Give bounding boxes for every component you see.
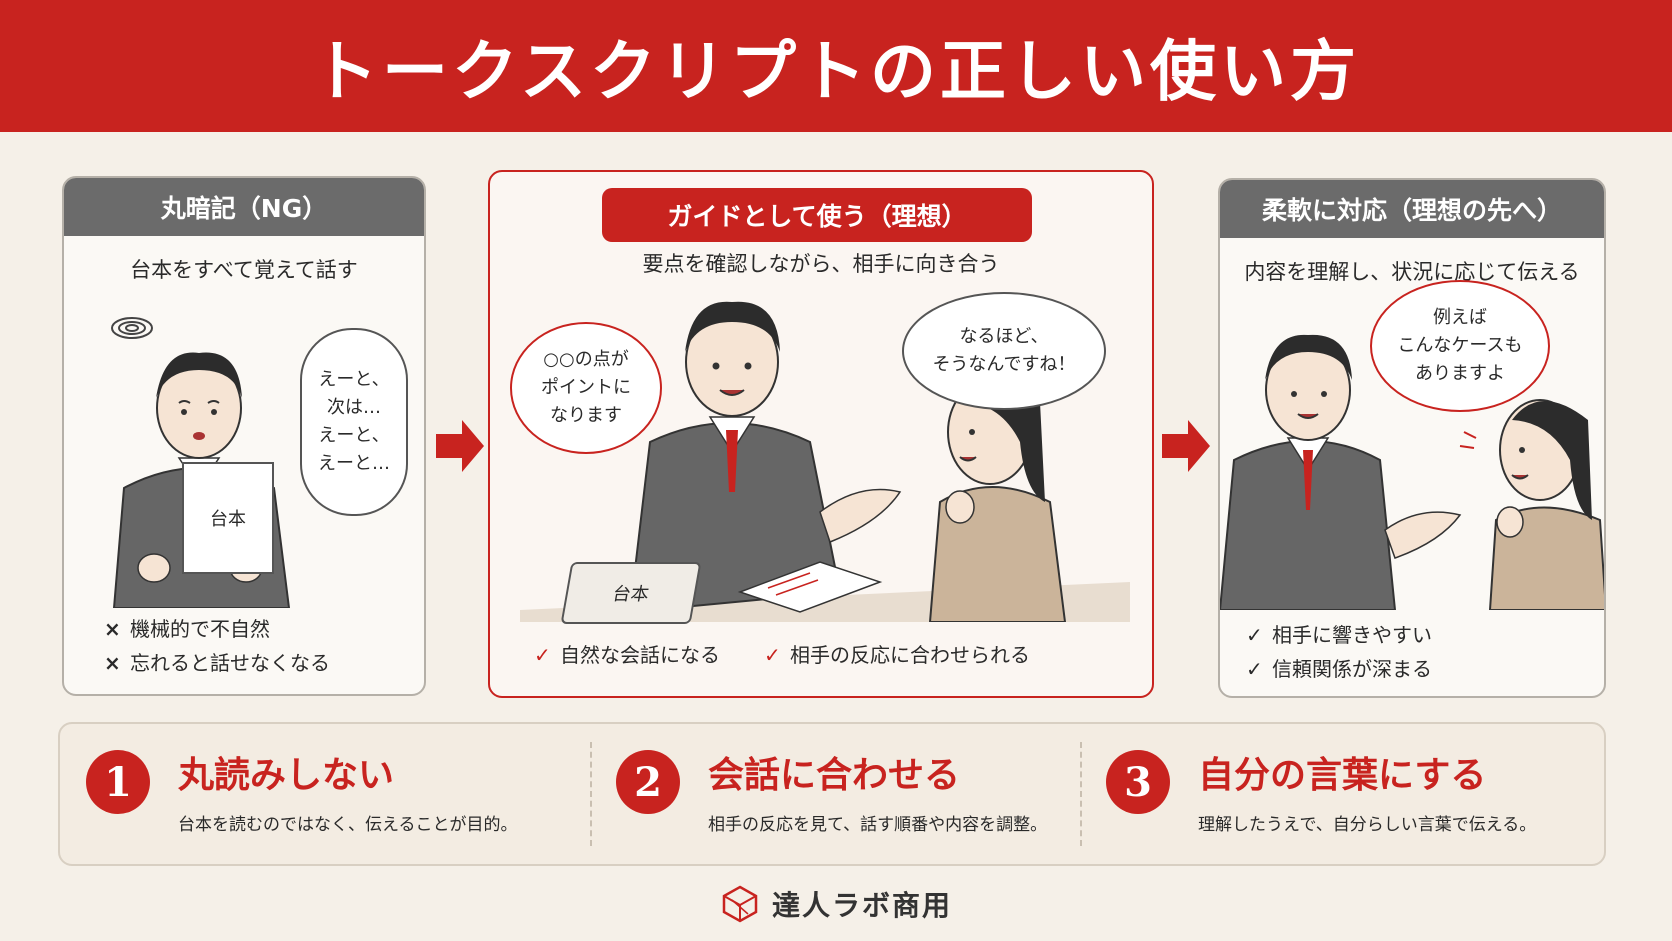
- tips-section: 1 丸読みしない 台本を読むのではなく、伝えることが目的。 2 会話に合わせる …: [58, 722, 1606, 866]
- tip-2-title: 会話に合わせる: [708, 754, 961, 796]
- tip-1: 1 丸読みしない 台本を読むのではなく、伝えることが目的。: [60, 724, 590, 864]
- flexible-conversation-illustration: [1220, 334, 1604, 610]
- panel-flexible: 柔軟に対応（理想の先へ） 内容を理解し、状況に応じて伝える 例えば こんなケース…: [1218, 178, 1606, 698]
- ideal-point-2: ✓相手の反応に合わせられる: [764, 643, 1030, 667]
- panel-ideal-header: ガイドとして使う（理想）: [602, 188, 1032, 242]
- tip-divider: [590, 742, 592, 846]
- brand-name: 達人ラボ商用: [771, 889, 952, 922]
- tip-1-title: 丸読みしない: [178, 754, 395, 796]
- arrow-right-icon: [436, 420, 486, 472]
- customer-speech-bubble: なるほど、 そうなんですね！: [902, 292, 1106, 410]
- panel-flexible-subtitle: 内容を理解し、状況に応じて伝える: [1244, 260, 1580, 284]
- ideal-points: ✓自然な会話になる ✓相手の反応に合わせられる: [534, 638, 1030, 672]
- page-title: トークスクリプトの正しい使い方: [311, 32, 1361, 110]
- tip-3-title: 自分の言葉にする: [1198, 754, 1487, 796]
- tip-2-number: 2: [616, 750, 680, 814]
- flexible-point-2: ✓信頼関係が深まる: [1246, 657, 1432, 681]
- tip-3: 3 自分の言葉にする 理解したうえで、自分らしい言葉で伝える。: [1080, 724, 1600, 864]
- arrow-right-icon: [1162, 420, 1212, 472]
- salesman-speech-bubble: ○○の点が ポイントに なります: [510, 322, 662, 454]
- flexible-point-1: ✓相手に響きやすい: [1246, 623, 1432, 647]
- panel-ng: 丸暗記（NG） 台本をすべて覚えて話す 台本 えーと、 次は… えーと、 えーと…: [62, 176, 426, 696]
- flexible-speech-bubble: 例えば こんなケースも ありますよ: [1370, 280, 1550, 412]
- tip-1-description: 台本を読むのではなく、伝えることが目的。: [178, 815, 518, 835]
- panel-ideal-subtitle: 要点を確認しながら、相手に向き合う: [642, 252, 1000, 276]
- flexible-points: ✓相手に響きやすい ✓信頼関係が深まる: [1246, 618, 1432, 686]
- laptop-script: 台本: [560, 562, 702, 624]
- surprise-lines-icon: [1459, 431, 1477, 449]
- script-sheet: 台本: [182, 462, 274, 574]
- cube-logo-icon: [722, 885, 758, 923]
- laptop-script-label: 台本: [610, 584, 651, 605]
- confused-speech-bubble: えーと、 次は… えーと、 えーと…: [300, 328, 408, 516]
- ng-point-1: ×機械的で不自然: [104, 617, 270, 641]
- ng-points: ×機械的で不自然 ×忘れると話せなくなる: [104, 612, 330, 680]
- tip-2: 2 会話に合わせる 相手の反応を見て、話す順番や内容を調整。: [590, 724, 1080, 864]
- panel-ng-header: 丸暗記（NG）: [64, 178, 424, 236]
- panel-ng-subtitle: 台本をすべて覚えて話す: [130, 258, 358, 282]
- ideal-point-1: ✓自然な会話になる: [534, 643, 720, 667]
- tip-2-description: 相手の反応を見て、話す順番や内容を調整。: [708, 815, 1048, 835]
- tip-1-number: 1: [86, 750, 150, 814]
- tip-divider: [1080, 742, 1082, 846]
- brand-footer: 達人ラボ商用: [0, 880, 1672, 928]
- script-sheet-label: 台本: [210, 509, 246, 530]
- tip-3-number: 3: [1106, 750, 1170, 814]
- tip-3-description: 理解したうえで、自分らしい言葉で伝える。: [1198, 815, 1537, 835]
- panel-flexible-header: 柔軟に対応（理想の先へ）: [1220, 180, 1604, 238]
- dizzy-swirl-icon: [111, 317, 153, 339]
- panel-ideal: ガイドとして使う（理想） 要点を確認しながら、相手に向き合う 台本 ○○の点が: [488, 170, 1154, 698]
- title-banner: トークスクリプトの正しい使い方: [0, 0, 1672, 132]
- ng-point-2: ×忘れると話せなくなる: [104, 651, 330, 675]
